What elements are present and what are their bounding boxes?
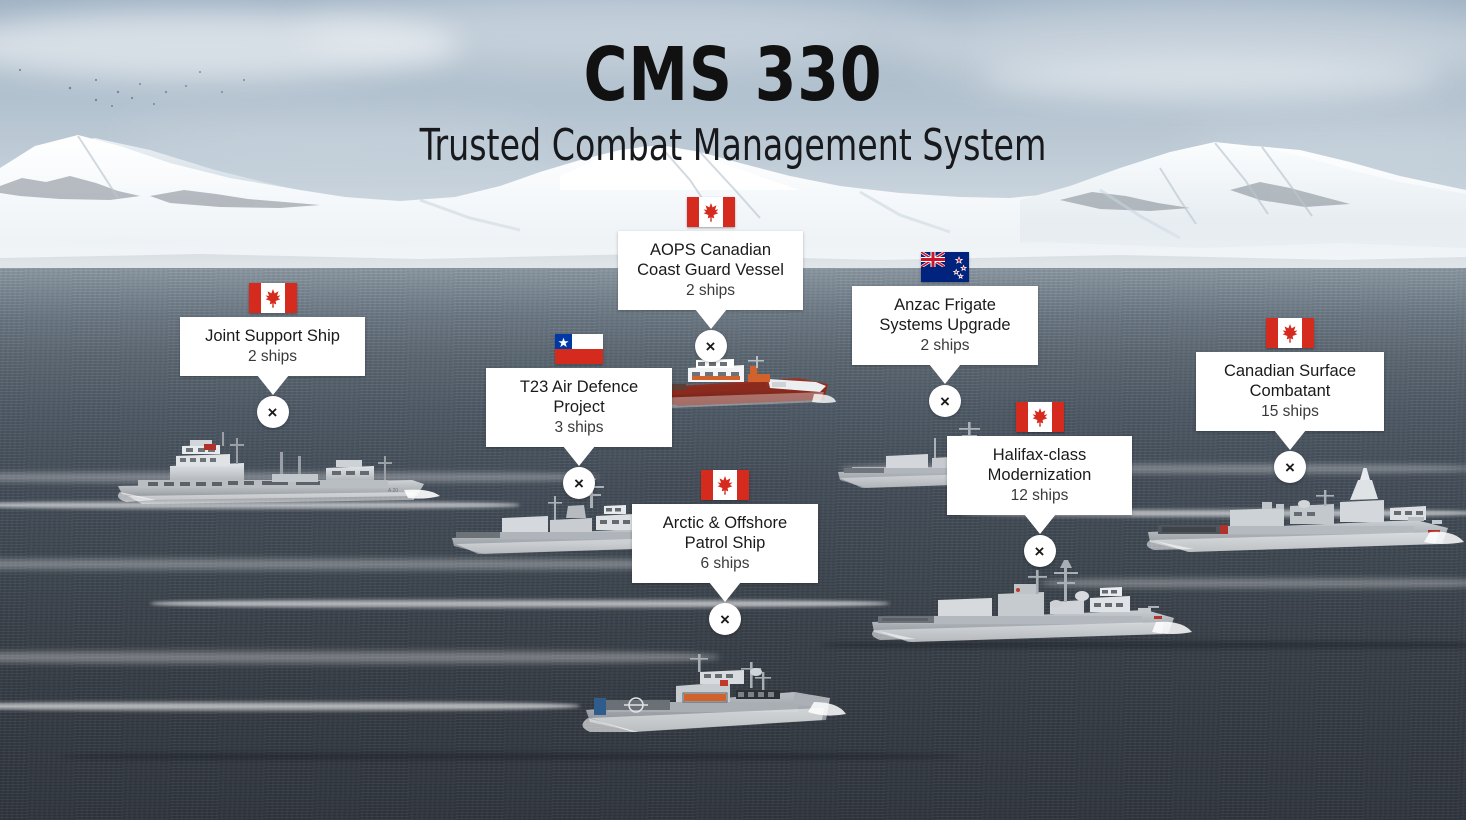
callout-anzac-frigate-systems-upgrade[interactable]: Anzac Frigate Systems Upgrade 2 ships ×: [852, 252, 1038, 418]
cloud: [0, 10, 460, 80]
callout-marker[interactable]: ×: [1274, 451, 1306, 484]
wake-trail: [0, 500, 520, 510]
callout-box[interactable]: T23 Air Defence Project 3 ships: [486, 368, 672, 448]
callout-joint-support-ship[interactable]: Joint Support Ship 2 ships ×: [180, 283, 365, 429]
callout-pointer: [563, 446, 595, 467]
wake-trail: [0, 700, 580, 712]
callout-marker[interactable]: ×: [929, 385, 961, 418]
close-icon: ×: [1034, 541, 1045, 561]
wake-trail: [960, 508, 1466, 518]
callout-box[interactable]: AOPS Canadian Coast Guard Vessel 2 ships: [618, 231, 803, 311]
callout-pointer: [694, 309, 727, 330]
flag-canada-icon: [248, 283, 297, 313]
callout-count: 6 ships: [700, 555, 750, 573]
header-block: CMS 330 Trusted Combat Management System: [0, 38, 1466, 168]
close-icon: ×: [705, 336, 716, 356]
callout-marker[interactable]: ×: [563, 467, 595, 500]
svg-text:A 20: A 20: [388, 488, 398, 494]
callout-pointer: [1023, 514, 1056, 535]
callout-box[interactable]: Arctic & Offshore Patrol Ship 6 ships: [632, 504, 818, 584]
ship-halifax-class-frigate: [868, 560, 1198, 655]
callout-count: 12 ships: [1010, 487, 1069, 505]
callout-arctic-offshore-patrol-ship[interactable]: Arctic & Offshore Patrol Ship 6 ships ×: [632, 470, 818, 636]
ship-canadian-surface-combatant: [1144, 468, 1466, 566]
callout-pointer: [709, 582, 741, 603]
wake-trail: [60, 752, 960, 761]
cloud: [980, 55, 1440, 101]
callout-box[interactable]: Canadian Surface Combatant 15 ships: [1196, 352, 1384, 432]
cloud: [900, 0, 1466, 90]
callout-label: Joint Support Ship: [205, 327, 340, 345]
callout-marker[interactable]: ×: [1023, 535, 1056, 568]
wake-trail: [150, 598, 890, 609]
callout-count: 15 ships: [1261, 403, 1319, 421]
flag-new-zealand-icon: [921, 252, 969, 282]
callout-pointer: [1274, 430, 1306, 451]
callout-count: 3 ships: [554, 419, 604, 437]
callout-box[interactable]: Joint Support Ship 2 ships: [180, 317, 365, 377]
callout-t23-air-defence-project[interactable]: T23 Air Defence Project 3 ships ×: [486, 334, 672, 500]
ship-joint-support-ship: A 20: [112, 430, 442, 520]
callout-label: Arctic & Offshore Patrol Ship: [662, 514, 788, 553]
cloud: [120, 120, 540, 150]
flag-chile-icon: [555, 334, 603, 364]
callout-pointer: [929, 364, 961, 385]
close-icon: ×: [720, 609, 730, 629]
callout-box[interactable]: Anzac Frigate Systems Upgrade 2 ships: [852, 286, 1038, 366]
callout-aops-canadian-coast-guard-vessel[interactable]: AOPS Canadian Coast Guard Vessel 2 ships…: [618, 197, 803, 363]
callout-label: Anzac Frigate Systems Upgrade: [879, 296, 1011, 335]
callout-marker[interactable]: ×: [694, 330, 727, 363]
wake-trail: [0, 556, 750, 572]
flag-canada-icon: [686, 197, 735, 227]
callout-count: 2 ships: [685, 282, 736, 300]
flag-canada-icon: [1015, 402, 1064, 432]
page-subtitle: Trusted Combat Management System: [419, 120, 1047, 171]
close-icon: ×: [1285, 457, 1295, 477]
callout-label: T23 Air Defence Project: [519, 378, 639, 417]
callout-box[interactable]: Halifax-class Modernization 12 ships: [947, 436, 1132, 516]
cloud: [300, 0, 940, 70]
ship-arctic-offshore-patrol-ship: [580, 650, 850, 748]
callout-label: Halifax-class Modernization: [987, 446, 1092, 485]
page-title: CMS 330: [583, 32, 883, 118]
callout-pointer: [256, 375, 289, 396]
callout-label: AOPS Canadian Coast Guard Vessel: [637, 241, 784, 280]
ship-aops-coast-guard-vessel: [648, 352, 838, 424]
flag-canada-icon: [701, 470, 749, 500]
close-icon: ×: [574, 473, 584, 493]
callout-marker[interactable]: ×: [709, 603, 741, 636]
callout-halifax-class-modernization[interactable]: Halifax-class Modernization 12 ships ×: [947, 402, 1132, 568]
close-icon: ×: [267, 402, 278, 422]
callout-count: 2 ships: [247, 348, 298, 366]
wake-trail: [0, 648, 720, 666]
callout-canadian-surface-combatant[interactable]: Canadian Surface Combatant 15 ships ×: [1196, 318, 1384, 484]
ship-t23-air-defence-frigate: [450, 478, 690, 564]
wake-trail: [1040, 576, 1466, 590]
callout-count: 2 ships: [920, 337, 970, 355]
close-icon: ×: [940, 391, 950, 411]
wake-trail: [820, 640, 1466, 650]
flag-canada-icon: [1266, 318, 1314, 348]
callout-marker[interactable]: ×: [256, 396, 289, 429]
callout-label: Canadian Surface Combatant: [1223, 362, 1357, 401]
